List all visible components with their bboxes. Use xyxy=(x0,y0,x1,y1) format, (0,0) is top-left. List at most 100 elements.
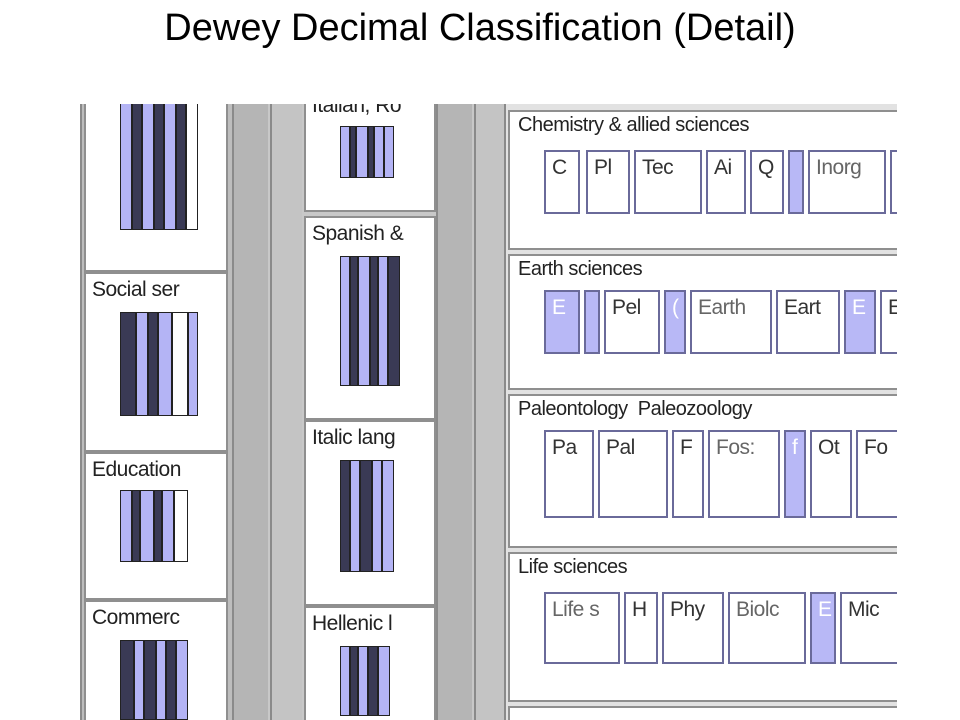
stripe xyxy=(340,256,350,386)
class-box-label: E xyxy=(818,598,832,621)
stripe xyxy=(356,126,368,178)
class-box-label: E xyxy=(852,296,866,319)
class-box[interactable]: Eart xyxy=(776,290,840,354)
left-node-education[interactable]: Education xyxy=(84,452,228,600)
stripe xyxy=(368,646,378,716)
stripe xyxy=(350,460,360,572)
class-box[interactable]: Ai xyxy=(706,150,746,214)
stripe xyxy=(340,460,350,572)
class-box[interactable]: Pal xyxy=(598,430,668,518)
class-box-label: Biolc xyxy=(736,598,780,621)
stripe xyxy=(176,104,186,230)
class-box-label: Life s xyxy=(552,598,600,621)
stripe xyxy=(388,256,400,386)
class-box[interactable]: Tec xyxy=(634,150,702,214)
middle-node-label: Italic lang xyxy=(312,426,396,449)
stripe xyxy=(154,490,162,562)
class-box[interactable] xyxy=(788,150,804,214)
stripe xyxy=(154,104,164,230)
class-box-label: Ot xyxy=(818,436,840,459)
column-separator xyxy=(232,104,268,720)
class-box[interactable]: Pa xyxy=(544,430,594,518)
class-box-label: ( xyxy=(672,296,679,319)
class-box[interactable]: E xyxy=(544,290,580,354)
class-box-label: Fos: xyxy=(716,436,755,459)
class-box[interactable]: Earth xyxy=(690,290,772,354)
class-box[interactable]: Ot xyxy=(810,430,852,518)
class-box-label: Pel xyxy=(612,296,641,319)
stripe xyxy=(158,312,172,416)
left-node-label: Commerc xyxy=(92,606,180,629)
stripe xyxy=(188,312,198,416)
class-box[interactable]: Pel xyxy=(604,290,660,354)
subject-label: Paleontology Paleozoology xyxy=(518,398,752,420)
stripe xyxy=(140,490,154,562)
stripe xyxy=(148,312,158,416)
stripe xyxy=(132,104,142,230)
subject-earth[interactable]: Earth sciences E Pel ( Earth Eart E E xyxy=(508,254,897,390)
class-box-label: Mic xyxy=(848,598,880,621)
subject-label: Life sciences xyxy=(518,556,628,578)
column-separator xyxy=(474,104,506,720)
class-box[interactable] xyxy=(584,290,600,354)
stripe xyxy=(358,646,368,716)
class-box-label: E xyxy=(552,296,566,319)
middle-node-spanish[interactable]: Spanish & xyxy=(304,216,436,420)
stripe xyxy=(350,256,358,386)
class-box[interactable]: E xyxy=(880,290,897,354)
class-box[interactable]: f xyxy=(784,430,806,518)
class-box[interactable] xyxy=(890,150,897,214)
stripe xyxy=(360,460,372,572)
stripe xyxy=(350,646,358,716)
subject-label: Chemistry & allied sciences xyxy=(518,114,750,136)
bar-stripes xyxy=(340,126,394,178)
subject-life[interactable]: Life sciences Life s H Phy Biolc E Mic xyxy=(508,552,897,702)
subject-paleontology[interactable]: Paleontology Paleozoology Pa Pal F Fos: … xyxy=(508,394,897,548)
class-box[interactable]: Pl xyxy=(586,150,630,214)
stripe xyxy=(164,104,176,230)
class-box-label: Eart xyxy=(784,296,821,319)
subject-label: Earth sciences xyxy=(518,258,643,280)
slide-title-text: Dewey Decimal Classification (Detail) xyxy=(164,7,796,49)
class-box-label: E xyxy=(888,296,897,320)
bar-stripes xyxy=(120,312,198,416)
column-separator xyxy=(436,104,472,720)
class-box[interactable]: Inorg xyxy=(808,150,886,214)
stripe xyxy=(120,104,132,230)
middle-node-italian[interactable]: Italian, Ro xyxy=(304,104,436,212)
stripe xyxy=(132,490,140,562)
class-box-label: Fo xyxy=(864,436,888,459)
class-box[interactable]: Mic xyxy=(840,592,897,664)
class-box[interactable]: Fos: xyxy=(708,430,780,518)
left-node-top[interactable] xyxy=(84,104,228,272)
class-box[interactable]: ( xyxy=(664,290,686,354)
class-box[interactable]: Q xyxy=(750,150,784,214)
stripe xyxy=(370,256,378,386)
class-box[interactable]: F xyxy=(672,430,704,518)
stripe xyxy=(368,126,374,178)
class-box-label: Pa xyxy=(552,436,577,459)
left-node-social[interactable]: Social ser xyxy=(84,272,228,452)
class-box[interactable]: Phy xyxy=(662,592,724,664)
left-node-commerce[interactable]: Commerc xyxy=(84,600,228,720)
class-box-label: H xyxy=(632,598,647,621)
class-box[interactable]: Fo xyxy=(856,430,897,518)
middle-node-hellenic[interactable]: Hellenic l xyxy=(304,606,436,720)
class-box[interactable]: E xyxy=(810,592,836,664)
stripe xyxy=(378,256,388,386)
bar-stripes xyxy=(340,256,400,386)
stripe xyxy=(120,312,136,416)
class-box[interactable]: H xyxy=(624,592,658,664)
middle-node-italic[interactable]: Italic lang xyxy=(304,420,436,606)
subject-bottom[interactable] xyxy=(508,706,897,720)
class-box[interactable]: Biolc xyxy=(728,592,806,664)
class-box[interactable]: E xyxy=(844,290,876,354)
subject-chemistry[interactable]: Chemistry & allied sciences C Pl Tec Ai … xyxy=(508,110,897,250)
class-box-label: Inorg xyxy=(816,156,862,179)
class-box[interactable]: C xyxy=(544,150,580,214)
class-box-label: Pl xyxy=(594,156,612,179)
stripe xyxy=(174,490,188,562)
class-box-label: Q xyxy=(758,156,774,179)
stripe xyxy=(162,490,174,562)
class-box[interactable]: Life s xyxy=(544,592,620,664)
